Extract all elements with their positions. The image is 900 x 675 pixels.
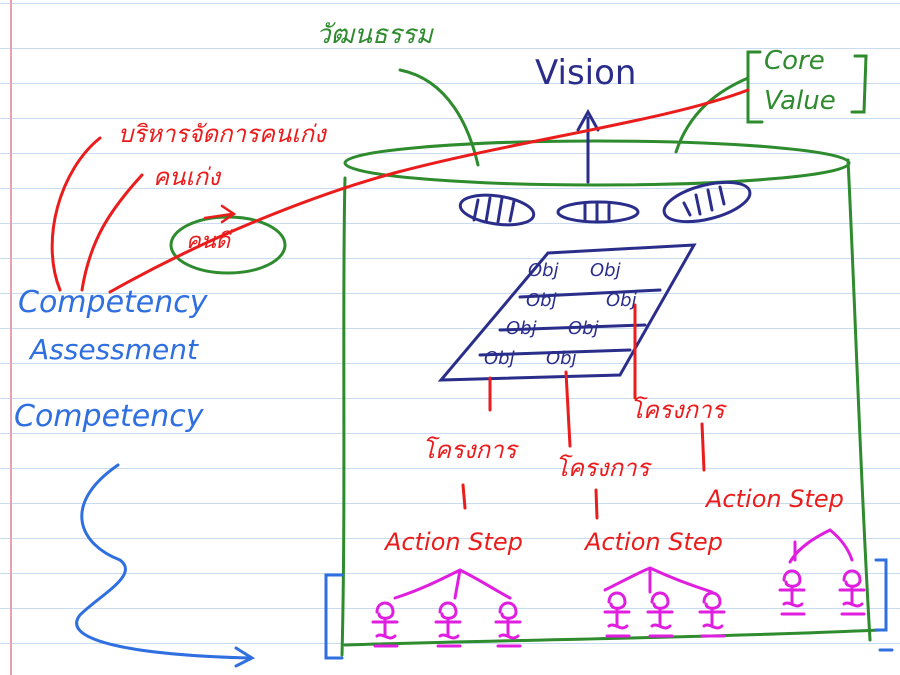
core-value-bracket	[746, 50, 868, 124]
competency-label: Competency	[14, 399, 204, 434]
core-value-label-line2: Value	[764, 86, 836, 116]
objectives-plane	[437, 243, 697, 382]
vision-label: Vision	[535, 53, 637, 93]
competency-assessment-label-line2: Assessment	[30, 333, 198, 366]
zigzag-arrow-icon	[75, 463, 256, 668]
action-step-label-left: Action Step	[385, 528, 523, 556]
stick-figure-icon	[698, 591, 726, 638]
good-people-label: คนดี	[186, 229, 231, 254]
stick-figure-icon	[838, 569, 866, 616]
action-step-branches	[393, 528, 854, 600]
objective-label: Obj	[526, 290, 557, 311]
stick-figure-icon	[371, 601, 399, 648]
organization-cylinder	[340, 139, 882, 657]
culture-label: วัฒนธรรม	[316, 20, 433, 50]
people-bracket	[324, 558, 894, 660]
stick-figure-icon	[778, 569, 806, 616]
arrow-up-icon	[576, 108, 600, 184]
action-step-label-middle: Action Step	[585, 528, 723, 556]
objective-label: Obj	[606, 290, 637, 311]
culture-pointer-line	[398, 68, 480, 167]
good-people-arrow-icon	[203, 204, 237, 224]
objective-label: Obj	[484, 348, 515, 369]
core-value-label-line1: Core	[764, 46, 825, 76]
manage-talent-label: บริหารจัดการคนเก่ง	[118, 120, 326, 148]
objective-label: Obj	[546, 348, 577, 369]
notebook-margin-line	[10, 0, 12, 675]
objective-label: Obj	[528, 260, 559, 281]
people-group-middle	[603, 591, 726, 638]
action-step-label-right: Action Step	[706, 485, 844, 513]
project-label-right: โครงการ	[630, 396, 725, 424]
objective-label: Obj	[568, 318, 599, 339]
goal-ovals	[458, 180, 752, 227]
stick-figure-icon	[646, 591, 674, 638]
competency-red-links	[50, 88, 750, 294]
talent-label: คนเก่ง	[153, 163, 220, 191]
project-label-left: โครงการ	[422, 436, 517, 464]
stick-figure-icon	[603, 591, 631, 638]
project-connectors	[461, 303, 706, 520]
competency-assessment-label-line1: Competency	[18, 285, 208, 320]
objective-label: Obj	[590, 260, 621, 281]
objective-label: Obj	[506, 318, 537, 339]
stick-figure-icon	[434, 601, 462, 648]
people-group-right	[778, 569, 866, 616]
project-label-middle: โครงการ	[555, 454, 650, 482]
